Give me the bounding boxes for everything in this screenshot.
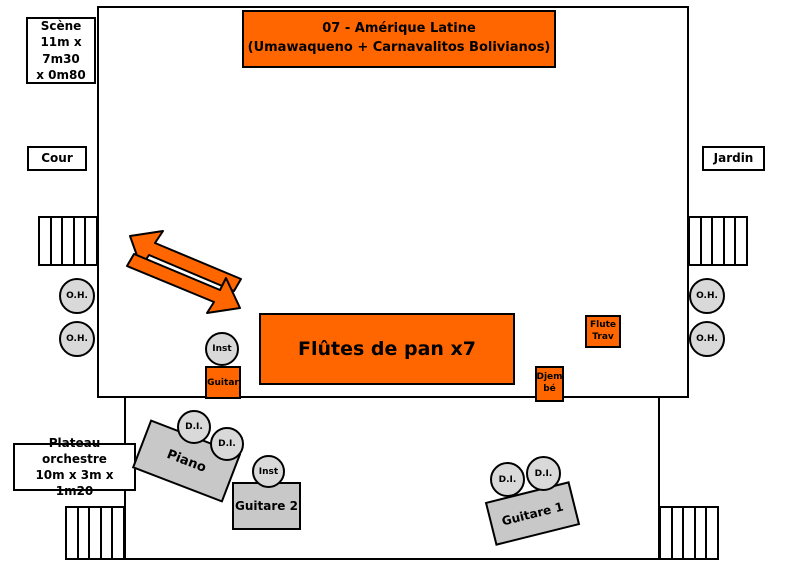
- guitar-amp: Guitar: [205, 366, 241, 399]
- djembe: Djem bé: [535, 366, 564, 402]
- guitare-1-label: Guitare 1: [500, 499, 565, 528]
- flute-label-line1: Flute: [589, 319, 617, 330]
- guitare-1-di-box-1-label: D.I.: [498, 474, 517, 485]
- overhead-mic-left-top-label: O.H.: [66, 291, 88, 301]
- piano-di-box-2-label: D.I.: [218, 439, 236, 449]
- pan-flutes-area: Flûtes de pan x7: [259, 313, 515, 385]
- arrow-downstage-icon: [126, 253, 241, 314]
- piano-di-box-1: D.I.: [177, 410, 211, 444]
- show-title-line1: 07 - Amérique Latine: [322, 21, 476, 37]
- guitare-1-di-box-2: D.I.: [526, 456, 561, 491]
- stage-front-line: [97, 396, 689, 398]
- stairs-left-platform: [65, 506, 125, 560]
- scene-dimensions-line1: Scène: [40, 19, 82, 34]
- guitare-2-amp: Guitare 2: [232, 482, 301, 530]
- flute-traversiere: Flute Trav: [585, 315, 621, 348]
- djembe-label-line1: Djem: [536, 372, 563, 383]
- scene-dimensions: Scène 11m x 7m30 x 0m80: [26, 17, 96, 84]
- overhead-mic-right-top-label: O.H.: [696, 291, 718, 301]
- stairs-right-platform: [659, 506, 719, 560]
- scene-dimensions-line3: x 0m80: [36, 67, 86, 82]
- side-label-jardin: Jardin: [702, 146, 765, 171]
- guitare-2-label: Guitare 2: [235, 499, 298, 513]
- orchestra-platform-dimensions: Plateau orchestre 10m x 3m x 1m20: [13, 436, 136, 498]
- side-label-jardin-text: Jardin: [713, 151, 754, 166]
- scene-dimensions-line2: 11m x 7m30: [40, 35, 82, 66]
- guitar-amp-label: Guitar: [207, 377, 239, 388]
- overhead-mic-right-top: O.H.: [689, 278, 725, 314]
- overhead-mic-left-bottom-label: O.H.: [66, 334, 88, 344]
- stairs-left-stage: [38, 216, 98, 266]
- stairs-right-stage: [688, 216, 748, 266]
- show-title-line2: (Umawaqueno + Carnavalitos Bolivianos): [247, 40, 551, 55]
- flute-label-line2: Trav: [592, 331, 614, 342]
- overhead-mic-left-bottom: O.H.: [59, 321, 95, 357]
- show-title: 07 - Amérique Latine (Umawaqueno + Carna…: [242, 10, 556, 68]
- inst-mic-stage-label: Inst: [212, 344, 232, 354]
- side-label-cour: Cour: [27, 146, 87, 171]
- overhead-mic-left-top: O.H.: [59, 278, 95, 314]
- inst-mic-stage: Inst: [205, 332, 239, 366]
- guitare-2-inst-mic: Inst: [252, 455, 285, 488]
- side-label-cour-text: Cour: [41, 151, 73, 166]
- plateau-line1: Plateau orchestre: [42, 435, 107, 466]
- piano-label: Piano: [164, 446, 209, 476]
- overhead-mic-right-bottom: O.H.: [689, 321, 725, 357]
- guitare-2-inst-mic-label: Inst: [258, 466, 279, 477]
- djembe-label-line2: bé: [543, 384, 556, 394]
- piano-di-box-1-label: D.I.: [185, 422, 203, 432]
- plateau-line2: 10m x 3m x 1m20: [35, 468, 114, 499]
- piano-di-box-2: D.I.: [210, 427, 244, 461]
- pan-flutes-label: Flûtes de pan x7: [297, 338, 477, 360]
- overhead-mic-right-bottom-label: O.H.: [696, 334, 718, 344]
- guitare-1-di-box-2-label: D.I.: [534, 468, 553, 479]
- guitare-1-di-box-1: D.I.: [490, 462, 525, 497]
